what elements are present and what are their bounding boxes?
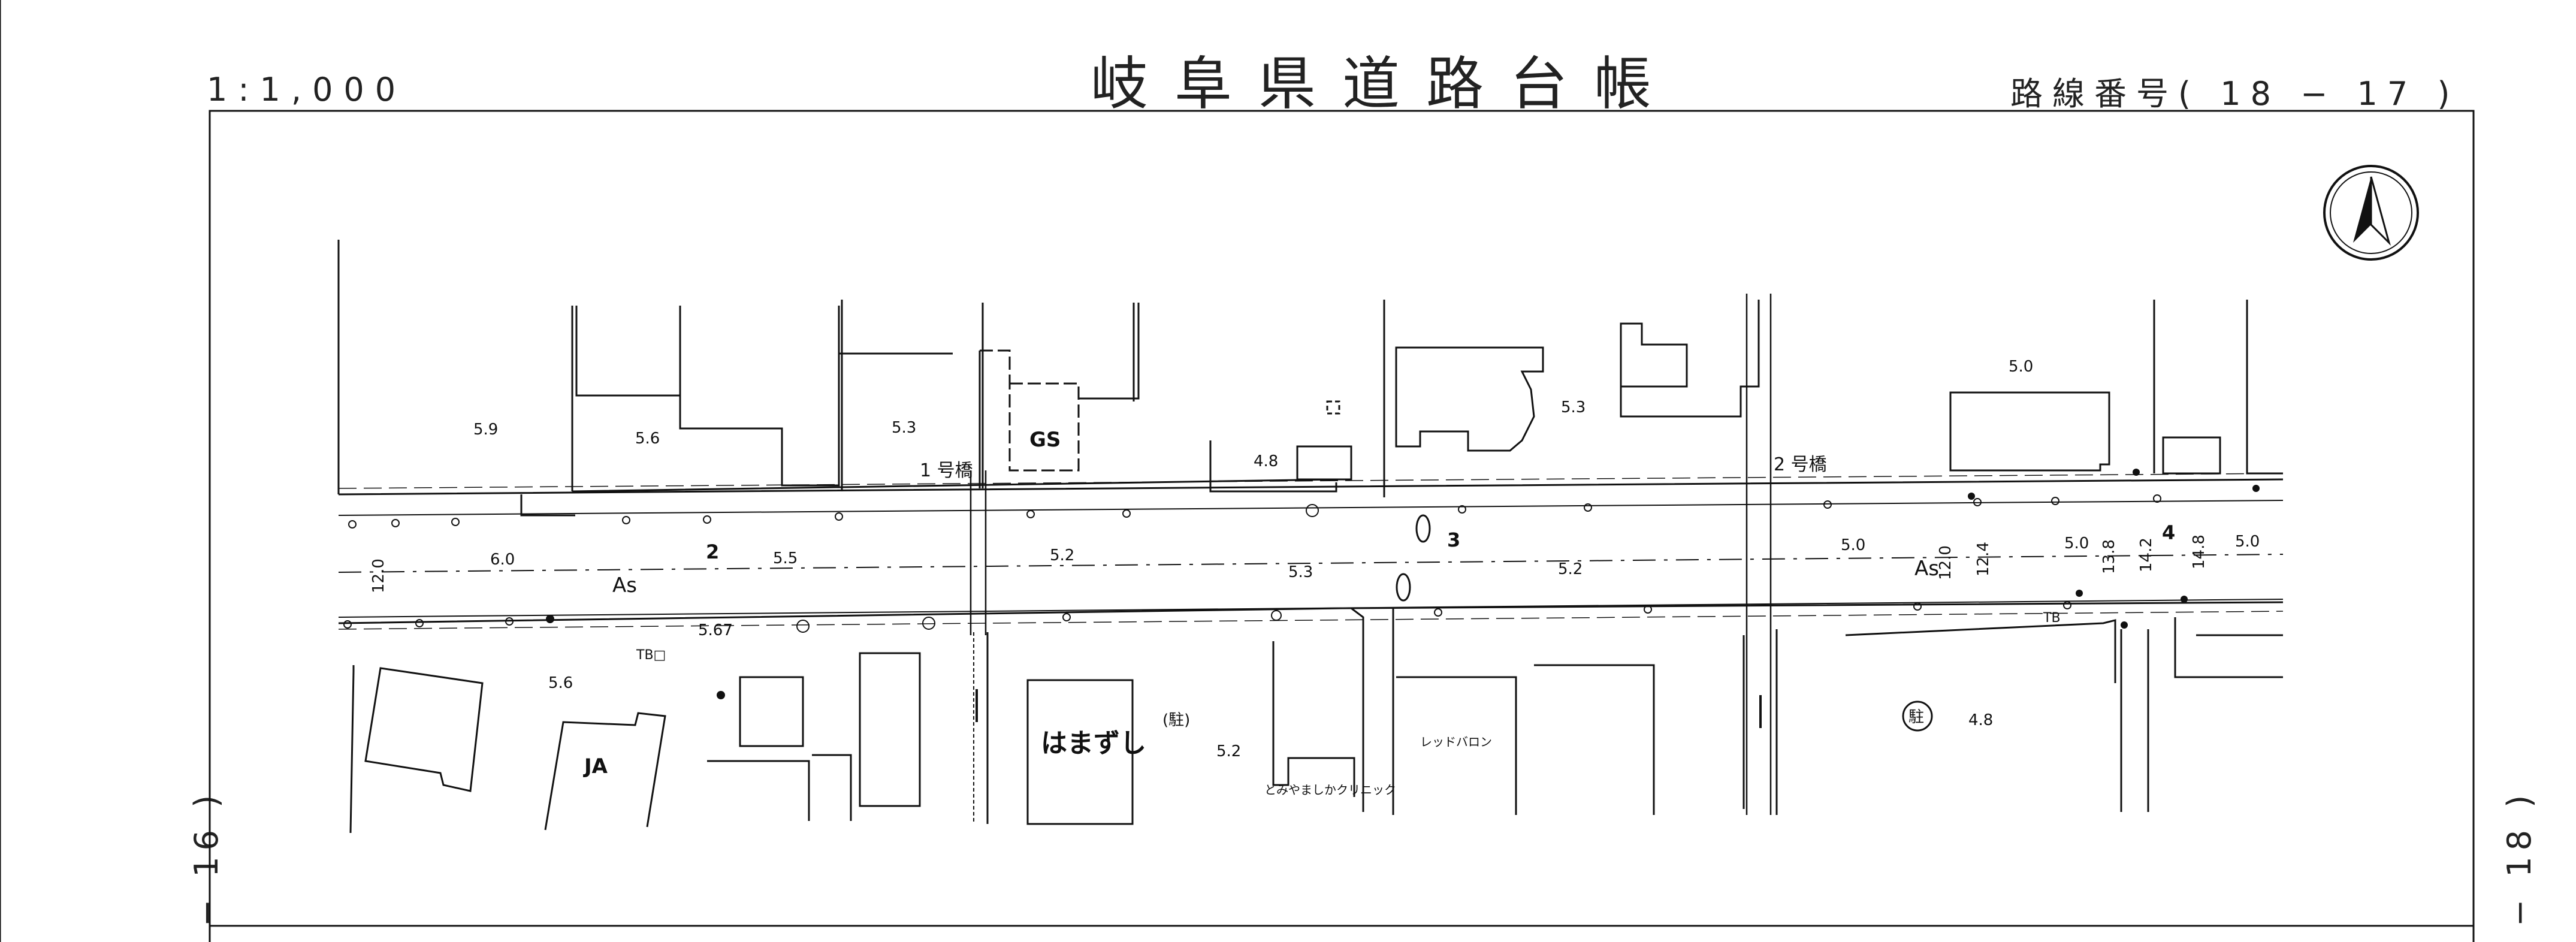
map-title: 岐阜県道路台帳 <box>1091 50 1678 117</box>
elevation-label: 5.67 <box>698 621 733 639</box>
width-label: 14.8 <box>2190 535 2208 569</box>
label-ja: JA <box>583 754 608 778</box>
elevation-label: 5.6 <box>548 674 573 692</box>
elevation-label: 5.2 <box>1050 547 1074 564</box>
parking-circle-icon <box>1902 701 1933 732</box>
elevation-label: 5.2 <box>1216 742 1241 760</box>
roadside-symbols <box>343 494 2161 633</box>
elevation-label: 5.0 <box>2064 535 2089 552</box>
elevation-label: 5.0 <box>1841 536 1865 554</box>
label-tb-right: TB <box>2043 611 2061 626</box>
elevation-label: 5.6 <box>635 430 660 448</box>
elevation-label: 4.8 <box>1254 452 1278 470</box>
label-bridge2: 2 号橋 <box>1774 454 1827 475</box>
label-as-left: As <box>612 573 637 597</box>
map-scale: 1:1,000 <box>207 71 407 108</box>
label-bridge1: 1 号橋 <box>920 460 973 481</box>
elevation-label: 5.9 <box>473 421 498 439</box>
elevation-label: 5.3 <box>892 419 916 437</box>
north-buildings <box>337 240 2283 517</box>
label-gs: GS <box>1029 428 1061 452</box>
boundary-line-north <box>338 473 2284 489</box>
section-mark-2: 2 <box>706 541 719 563</box>
elevation-label: 5.3 <box>1288 563 1313 581</box>
elevation-label: 5.0 <box>2235 533 2260 551</box>
width-label: 12.0 <box>370 558 388 593</box>
sheet-frame <box>209 110 2475 942</box>
elevation-label: 4.8 <box>1968 711 1993 729</box>
label-hamazushi: はまずし <box>1041 728 1146 759</box>
elevation-label: 5.5 <box>773 550 798 567</box>
sidewalk-line-north <box>338 500 2284 516</box>
elevation-label: 5.3 <box>1561 398 1586 416</box>
width-label: 12.4 <box>1974 542 1992 576</box>
road-edge-north <box>338 478 2284 496</box>
north-arrow-icon <box>2323 165 2419 261</box>
elevation-label: 5.0 <box>2009 358 2033 376</box>
label-tb-left: TB□ <box>636 648 666 663</box>
sidewalk-line-south <box>338 599 2284 618</box>
width-label: 6.0 <box>490 551 515 569</box>
road-centerline <box>338 554 2284 573</box>
label-as-right: As <box>1914 557 1939 581</box>
elevation-labels: 5.9 5.6 5.3 4.8 5.3 5.0 5.5 5.2 5.3 5.2 … <box>370 358 2260 760</box>
route-number: 路線番号( 18 − 17 ) <box>2010 75 2460 113</box>
label-red-baron: レッドバロン <box>1420 735 1492 749</box>
boundary-line-south <box>338 611 2284 630</box>
width-label: 14.2 <box>2137 538 2155 572</box>
flow-arrows <box>976 689 1762 728</box>
section-mark-3: 3 <box>1447 529 1460 551</box>
label-clinic: とみやましかクリニック <box>1264 783 1396 797</box>
label-parking-circle: 駐 <box>1908 708 1924 726</box>
label-parking-small: (駐) <box>1162 711 1190 729</box>
width-label: 12.0 <box>1937 545 1955 580</box>
section-mark-4: 4 <box>2162 521 2175 544</box>
width-label: 13.8 <box>2100 539 2118 574</box>
elevation-label: 5.2 <box>1558 560 1583 578</box>
bridge-channels <box>970 294 1772 815</box>
utility-poles <box>546 469 2260 699</box>
south-buildings <box>349 607 2283 834</box>
